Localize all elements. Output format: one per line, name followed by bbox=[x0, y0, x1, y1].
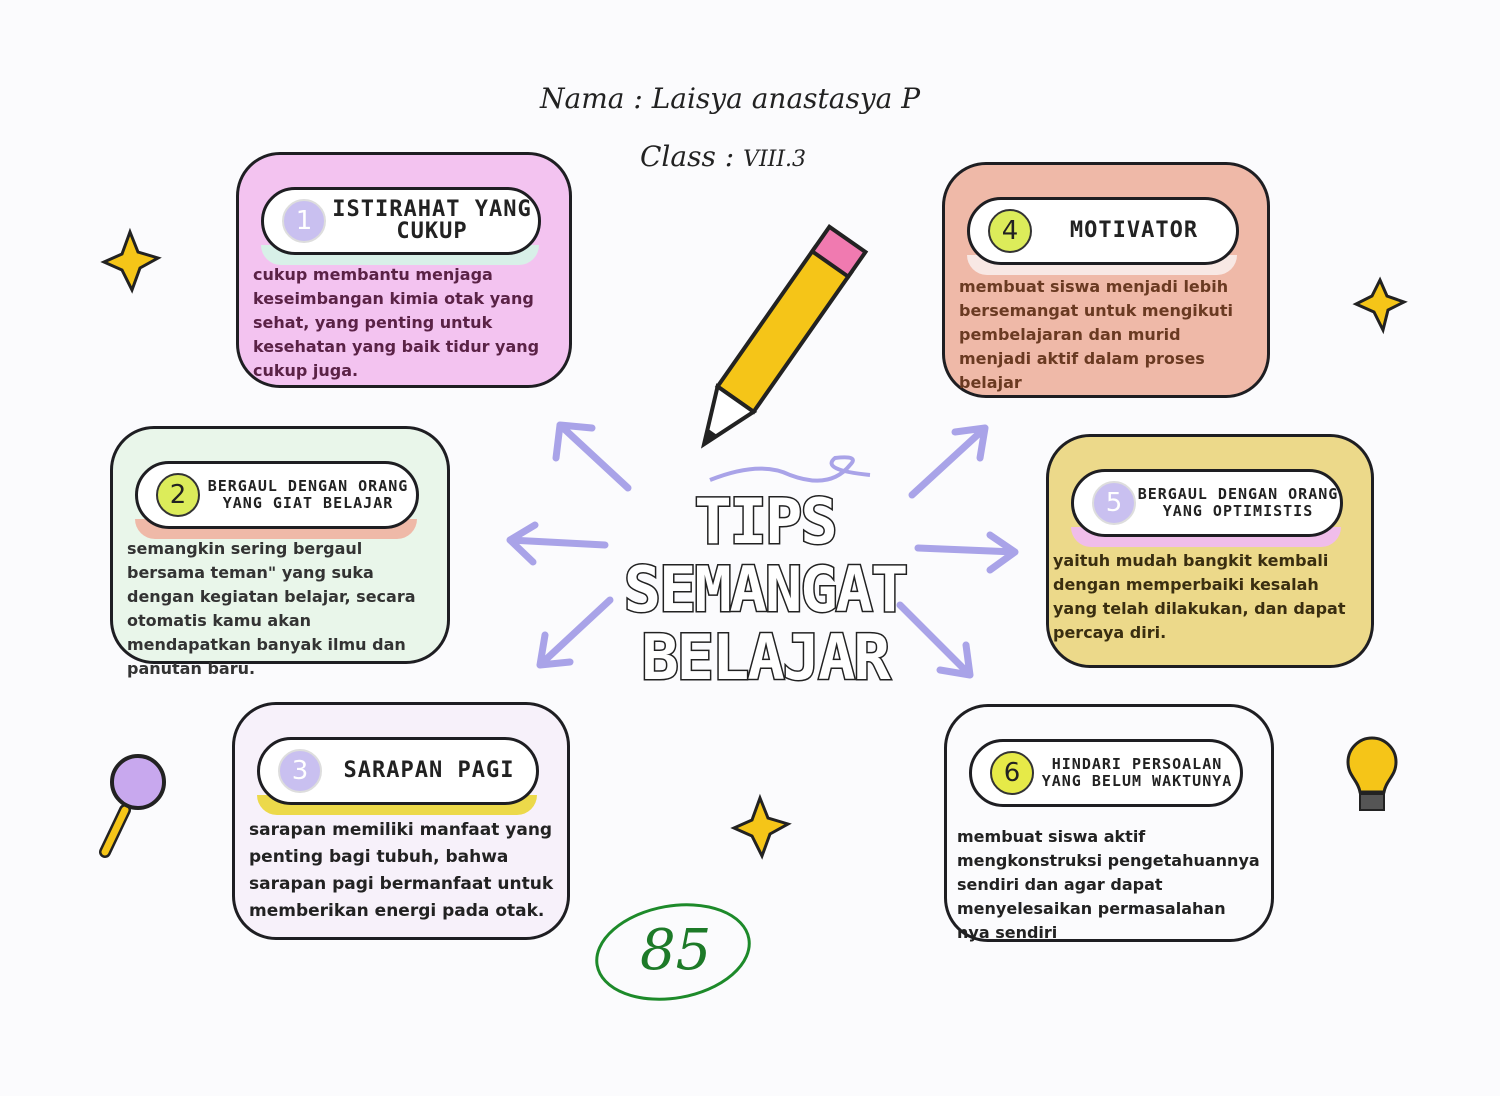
pencil-icon bbox=[700, 224, 869, 449]
tip-text: sarapan memiliki manfaat yang penting ba… bbox=[249, 820, 554, 921]
arrow-to-tip-1 bbox=[552, 421, 632, 492]
squiggle bbox=[709, 455, 871, 483]
title-line-2: SEMANGAT bbox=[622, 553, 910, 626]
number-badge: 4 bbox=[988, 209, 1032, 253]
student-name: Nama : Laisya anastasya P bbox=[540, 82, 920, 115]
tip-title: ISTIRAHAT YANG CUKUP bbox=[332, 197, 532, 244]
star-icon bbox=[1352, 276, 1408, 335]
tip-text: membuat siswa aktif mengkonstruksi penge… bbox=[957, 827, 1260, 942]
tip-title: MOTIVATOR bbox=[1069, 218, 1199, 243]
tip-text: cukup membantu menjaga keseimbangan kimi… bbox=[253, 265, 540, 380]
title-line-1: TIPS bbox=[693, 485, 839, 558]
star-icon bbox=[730, 793, 792, 860]
grade-circle bbox=[595, 903, 751, 1001]
tip-text: yaituh mudah bangkit kembali dengan memp… bbox=[1053, 551, 1346, 642]
center-title: TIPS SEMANGAT BELAJAR bbox=[590, 485, 940, 694]
tip-title: SARAPAN PAGI bbox=[343, 758, 515, 783]
magnifier-icon bbox=[99, 754, 166, 858]
lightbulb-icon bbox=[1346, 736, 1398, 811]
arrow-to-tip-6 bbox=[896, 601, 974, 679]
number-badge: 3 bbox=[278, 749, 322, 793]
title-line-3: BELAJAR bbox=[640, 621, 892, 694]
name-label: Nama : bbox=[540, 82, 643, 115]
number-badge: 6 bbox=[990, 751, 1034, 795]
number-badge: 1 bbox=[282, 199, 326, 243]
number-badge: 2 bbox=[156, 473, 200, 517]
tip-text: semangkin sering bergaul bersama teman" … bbox=[127, 539, 416, 678]
tip-card-4: 4 MOTIVATOR membuat siswa menjadi lebih b… bbox=[942, 162, 1270, 398]
tip-title: BERGAUL DENGAN ORANG YANG GIAT BELAJAR bbox=[207, 477, 409, 512]
student-class: Class : VIII.3 bbox=[640, 140, 806, 173]
class-label: Class : bbox=[640, 140, 735, 173]
number-badge: 5 bbox=[1092, 481, 1136, 525]
tip-title: BERGAUL DENGAN ORANG YANG OPTIMISTIS bbox=[1137, 485, 1339, 520]
arrow-to-tip-5 bbox=[914, 531, 1019, 574]
tip-text: membuat siswa menjadi lebih bersemangat … bbox=[959, 277, 1233, 392]
tip-card-3: 3 SARAPAN PAGI sarapan memiliki manfaat y… bbox=[232, 702, 570, 940]
class-value: VIII.3 bbox=[743, 147, 807, 172]
star-icons bbox=[100, 227, 1408, 860]
arrow-to-tip-4 bbox=[908, 424, 989, 499]
arrows bbox=[506, 421, 1019, 679]
name-value: Laisya anastasya P bbox=[651, 82, 921, 115]
grade: 85 bbox=[640, 918, 712, 983]
arrow-to-tip-2 bbox=[506, 521, 609, 566]
arrow-to-tip-3 bbox=[536, 596, 614, 669]
star-icon bbox=[100, 227, 162, 294]
tip-title: HINDARI PERSOALAN YANG BELUM WAKTUNYA bbox=[1041, 755, 1233, 790]
